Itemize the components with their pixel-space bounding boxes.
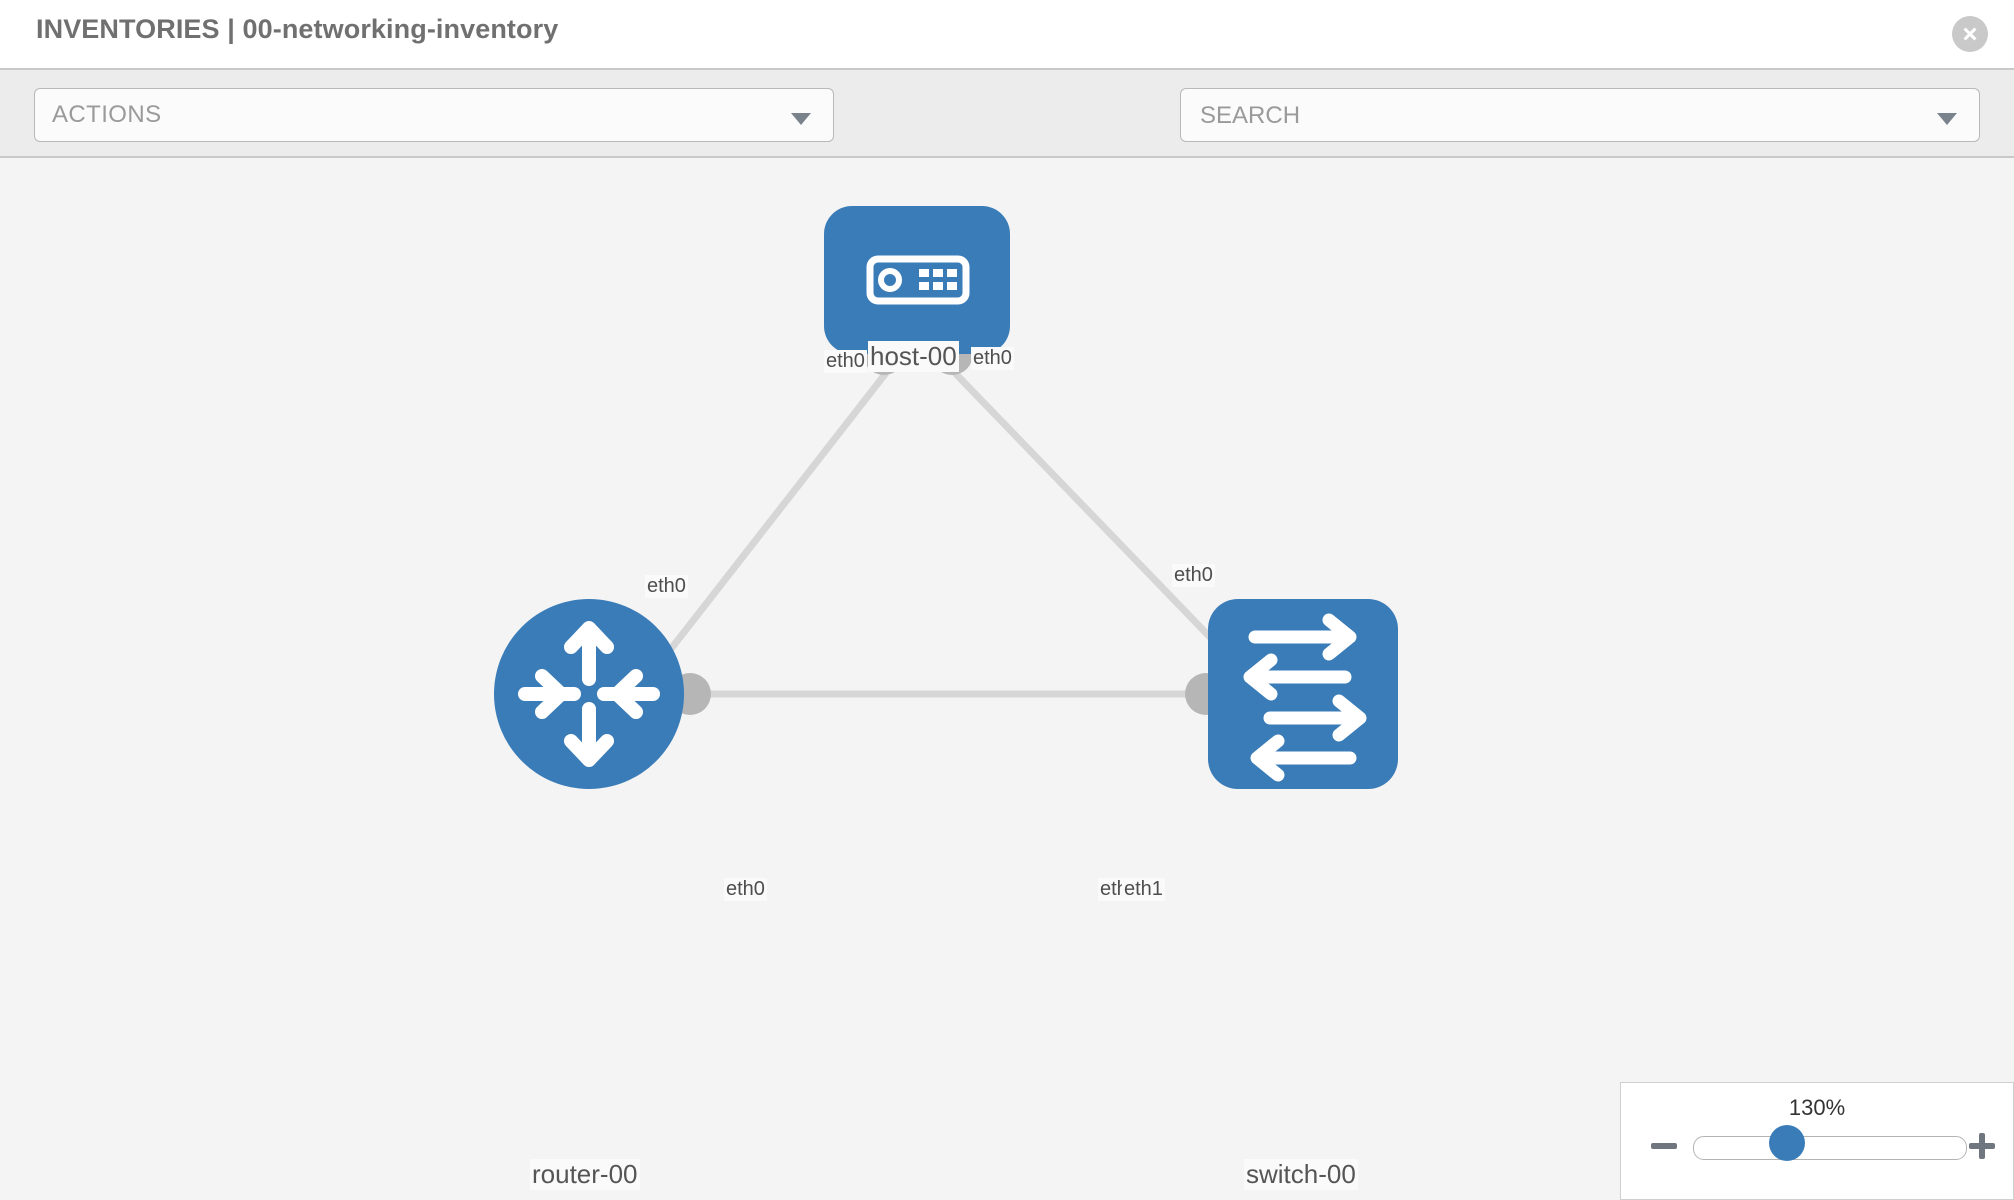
- node-router-00[interactable]: [494, 599, 684, 789]
- zoom-control-panel: 130%: [1620, 1082, 2014, 1200]
- zoom-in-button[interactable]: [1967, 1131, 1997, 1161]
- actions-dropdown-label: ACTIONS: [52, 101, 162, 128]
- search-field[interactable]: [1180, 88, 1980, 142]
- topology-graph[interactable]: [0, 158, 2014, 1200]
- iface-label-switch00-eth1: eth1: [1122, 878, 1165, 901]
- iface-label-router00-eth0: eth0: [724, 878, 767, 901]
- page-header: INVENTORIES | 00-networking-inventory: [0, 0, 2014, 68]
- iface-label-router00-uplink: eth0: [645, 575, 688, 598]
- topology-endpoints: [669, 333, 1254, 715]
- node-label-host-00: host-00: [868, 341, 959, 372]
- iface-label-switch00-uplink: eth0: [1172, 564, 1215, 587]
- node-switch-00[interactable]: [1208, 599, 1398, 789]
- node-label-router-00: router-00: [530, 1159, 640, 1190]
- zoom-out-button[interactable]: [1649, 1131, 1679, 1161]
- topology-canvas[interactable]: eth0 eth0 eth0 eth0 eth0 eth0 eth1 host-…: [0, 158, 2014, 1200]
- search-input[interactable]: [1198, 98, 1902, 134]
- link-host00-router00[interactable]: [657, 370, 889, 666]
- zoom-slider-thumb[interactable]: [1769, 1125, 1805, 1161]
- zoom-level-value: 130%: [1788, 1095, 1846, 1120]
- chevron-down-icon: [791, 113, 811, 125]
- node-label-switch-00: switch-00: [1244, 1159, 1358, 1190]
- zoom-slider[interactable]: [1693, 1136, 1967, 1160]
- switch-arrows-icon: [1243, 613, 1367, 782]
- iface-label-host00-left: eth0: [824, 350, 867, 373]
- toolbar: ACTIONS: [0, 68, 2014, 205]
- iface-label-host00-right: eth0: [971, 347, 1014, 370]
- link-host00-switch00[interactable]: [952, 370, 1238, 666]
- page-title: INVENTORIES | 00-networking-inventory: [36, 14, 559, 44]
- search-chevron-down-icon[interactable]: [1937, 113, 1957, 125]
- router-arrows-icon: [518, 621, 660, 767]
- topology-links: [657, 370, 1238, 698]
- server-icon: [866, 255, 970, 305]
- actions-dropdown[interactable]: ACTIONS: [34, 88, 834, 142]
- close-icon[interactable]: [1952, 16, 1988, 52]
- node-host-00[interactable]: [824, 206, 1010, 354]
